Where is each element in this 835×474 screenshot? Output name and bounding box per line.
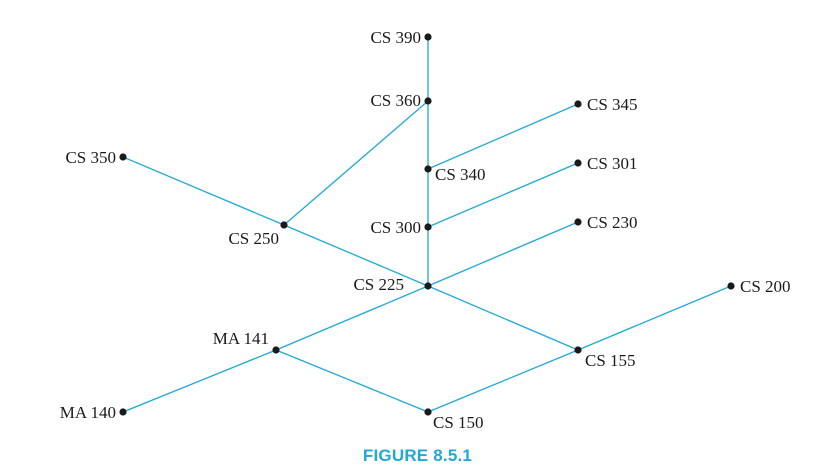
edge-cs360-cs250 <box>283 100 429 226</box>
node-ma141 <box>272 346 280 354</box>
edge-cs225-cs155 <box>427 285 579 351</box>
node-label-ma140: MA 140 <box>60 403 116 422</box>
node-cs340 <box>424 165 432 173</box>
node-cs345 <box>574 100 582 108</box>
node-cs301 <box>574 159 582 167</box>
edge-ma141-ma140 <box>122 349 277 413</box>
node-label-cs300: CS 300 <box>370 218 421 237</box>
node-labels: CS 390 CS 360 CS 345 CS 350 CS 340 CS 301 CS 3… <box>60 28 791 432</box>
node-label-cs345: CS 345 <box>587 95 638 114</box>
node-label-cs155: CS 155 <box>585 351 636 370</box>
node-cs200 <box>727 282 735 290</box>
node-label-cs390: CS 390 <box>370 28 421 47</box>
nodes <box>119 33 735 416</box>
edge-cs340-cs345 <box>427 103 579 170</box>
node-cs390 <box>424 33 432 41</box>
node-label-cs360: CS 360 <box>370 91 421 110</box>
node-cs230 <box>574 218 582 226</box>
edge-cs250-cs225 <box>283 224 429 287</box>
edge-cs350-cs250 <box>122 156 285 226</box>
edge-ma141-cs150 <box>275 349 429 413</box>
node-cs155 <box>574 346 582 354</box>
node-label-ma141: MA 141 <box>213 329 269 348</box>
edge-cs225-ma141 <box>275 285 429 351</box>
node-label-cs250: CS 250 <box>228 229 279 248</box>
node-label-cs150: CS 150 <box>433 413 484 432</box>
node-cs250 <box>280 221 288 229</box>
node-cs150 <box>424 408 432 416</box>
node-label-cs200: CS 200 <box>740 277 791 296</box>
node-label-cs340: CS 340 <box>435 165 486 184</box>
node-cs225 <box>424 282 432 290</box>
edge-cs300-cs301 <box>427 162 579 228</box>
figure-caption: FIGURE 8.5.1 <box>362 446 473 465</box>
edge-cs150-cs155 <box>427 349 579 413</box>
edges <box>122 37 732 413</box>
node-label-cs225: CS 225 <box>353 275 404 294</box>
node-ma140 <box>119 408 127 416</box>
edge-cs155-cs200 <box>577 285 732 351</box>
node-label-cs301: CS 301 <box>587 154 638 173</box>
node-label-cs350: CS 350 <box>65 148 116 167</box>
node-label-cs230: CS 230 <box>587 213 638 232</box>
node-cs350 <box>119 153 127 161</box>
node-cs300 <box>424 223 432 231</box>
node-cs360 <box>424 97 432 105</box>
edge-cs225-cs230 <box>427 221 579 287</box>
